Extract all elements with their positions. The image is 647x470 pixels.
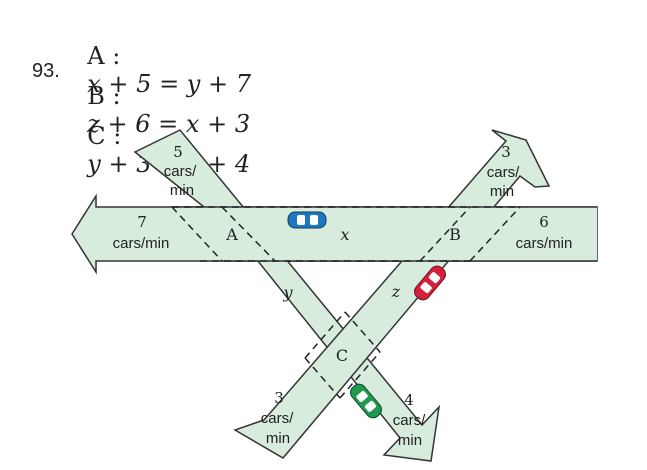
- flow-unit: cars/: [261, 410, 294, 427]
- flow-unit: cars/min: [113, 235, 170, 252]
- problem-number: 93.: [32, 60, 60, 82]
- equation-label: C :: [87, 122, 122, 150]
- car-red-icon: [414, 265, 446, 301]
- intersection-c-label: C: [336, 346, 348, 365]
- equation-label: B :: [87, 82, 121, 110]
- flow-count: 3: [501, 143, 511, 161]
- flow-count: 4: [404, 391, 414, 409]
- variable-z-label: z: [391, 282, 401, 301]
- equation-label: A :: [87, 42, 121, 70]
- flow-unit: min: [170, 182, 194, 199]
- flow-label-west: 7 cars/min: [113, 213, 170, 252]
- equation-b: B : z + 6 = x + 3: [72, 54, 250, 138]
- flow-count: 7: [137, 213, 147, 231]
- flow-label-se: 4 cars/ min: [393, 391, 426, 449]
- flow-count: 6: [539, 213, 549, 231]
- flow-count: 3: [274, 389, 284, 407]
- flow-unit: cars/: [164, 163, 197, 180]
- equation-a: A : x + 5 = y + 7: [72, 14, 251, 98]
- variable-y-label: y: [282, 283, 293, 302]
- car-blue-icon: [287, 211, 327, 229]
- flow-unit: min: [398, 432, 422, 449]
- equation-expr: z + 6 = x + 3: [87, 110, 251, 138]
- flow-label-nw: 5 cars/ min: [164, 143, 197, 199]
- car-green-icon: [350, 383, 382, 419]
- intersection-a-label: A: [225, 225, 238, 244]
- flow-unit: min: [490, 183, 514, 200]
- variable-x-label: x: [340, 225, 349, 244]
- intersection-b-label: B: [449, 225, 461, 244]
- flow-unit: cars/: [487, 164, 520, 181]
- flow-label-ne: 3 cars/ min: [487, 143, 520, 200]
- intersection-dashes: [171, 206, 521, 399]
- flow-label-sw: 3 cars/ min: [261, 389, 294, 447]
- flow-count: 5: [173, 143, 183, 161]
- flow-unit: cars/min: [516, 235, 573, 252]
- flow-unit: min: [266, 430, 290, 447]
- equation-expr: x + 5 = y + 7: [87, 70, 251, 98]
- flow-unit: cars/: [393, 412, 426, 429]
- flow-label-east: 6 cars/min: [516, 213, 573, 252]
